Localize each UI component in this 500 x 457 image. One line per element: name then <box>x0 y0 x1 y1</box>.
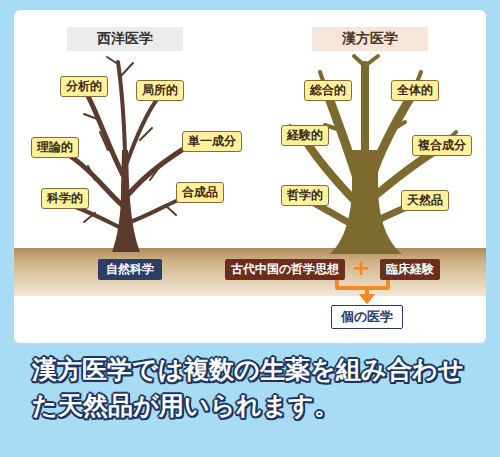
node-label: 全体的 <box>397 83 433 98</box>
trait-box: 総合的 <box>304 80 352 101</box>
root-box: 古代中国の哲学思想 <box>225 259 345 280</box>
trait-box: 科学的 <box>41 188 89 209</box>
root-box: 自然科学 <box>98 259 162 280</box>
node-label: 局所的 <box>142 83 178 98</box>
trait-box: 哲学的 <box>281 185 329 206</box>
plus-sign: + <box>352 257 370 279</box>
node-label: 分析的 <box>66 79 102 94</box>
node-label: 経験的 <box>287 128 323 143</box>
arrow-head <box>359 294 375 304</box>
node-label: 天然品 <box>407 193 443 208</box>
node-label: 理論的 <box>37 140 73 155</box>
trait-box: 局所的 <box>136 80 184 101</box>
trait-box: 経験的 <box>281 125 329 146</box>
trait-box: 単一成分 <box>182 131 242 152</box>
arrow-line <box>337 280 367 296</box>
root-box: 臨床経験 <box>380 259 440 280</box>
node-label: 古代中国の哲学思想 <box>231 262 339 277</box>
node-label: 自然科学 <box>106 262 154 277</box>
node-label: 哲学的 <box>287 188 323 203</box>
trait-box: 天然品 <box>401 190 449 211</box>
merge-arrow <box>337 280 375 305</box>
trait-box: 合成品 <box>176 182 224 203</box>
result-box: 個の医学 <box>331 305 403 329</box>
arrow-head <box>359 294 375 304</box>
heading-box: 西洋医学 <box>67 27 183 51</box>
node-label: 単一成分 <box>188 134 236 149</box>
trait-box: 全体的 <box>391 80 439 101</box>
arrow-line <box>367 280 388 296</box>
merge-arrow <box>359 280 388 305</box>
trait-box: 理論的 <box>31 137 79 158</box>
node-label: 西洋医学 <box>97 30 153 48</box>
node-label: 合成品 <box>182 185 218 200</box>
trait-box: 複合成分 <box>412 135 472 156</box>
trait-box: 分析的 <box>60 76 108 97</box>
node-label: 臨床経験 <box>386 262 434 277</box>
heading-box: 漢方医学 <box>312 27 428 51</box>
ground-band <box>14 248 486 296</box>
node-label: 科学的 <box>47 191 83 206</box>
node-label: 総合的 <box>310 83 346 98</box>
node-label: 複合成分 <box>418 138 466 153</box>
caption-text: 漢方医学では複数の生薬を組み合わせた天然品が用いられます。 <box>32 352 468 424</box>
node-label: 漢方医学 <box>342 30 398 48</box>
node-label: 個の医学 <box>341 309 393 325</box>
